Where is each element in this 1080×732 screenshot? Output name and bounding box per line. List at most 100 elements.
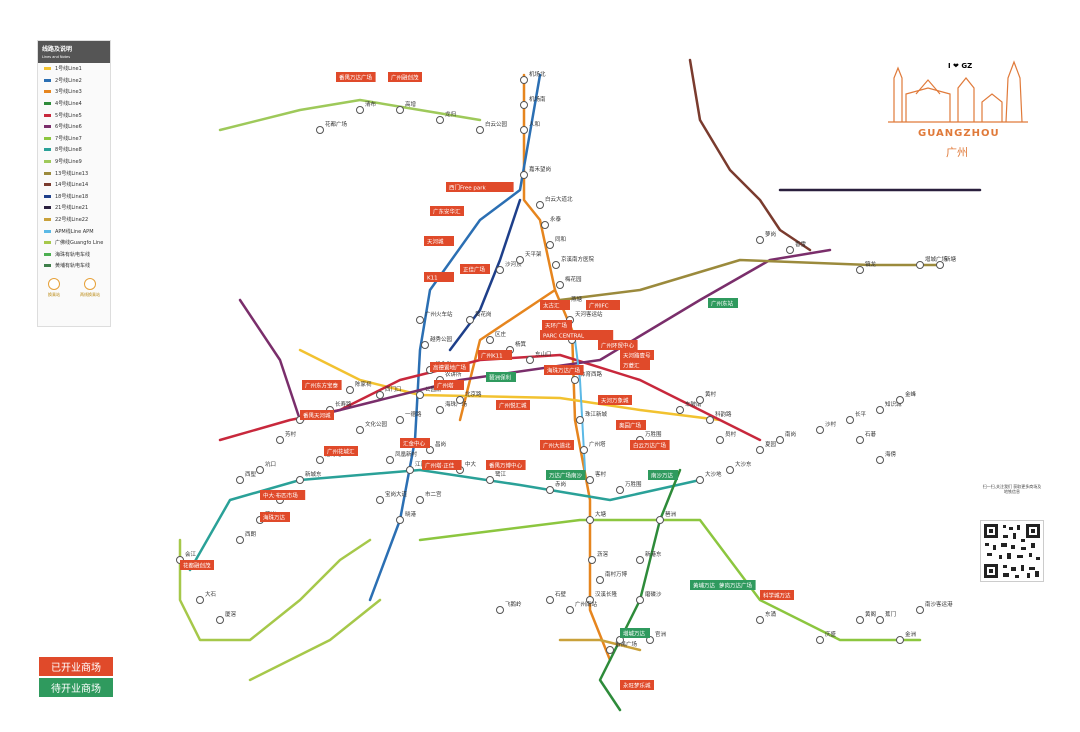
station[interactable]: 东涌 [757, 610, 777, 624]
station-marker[interactable] [587, 517, 594, 524]
station[interactable]: 天平架 [517, 251, 543, 264]
mall-tag[interactable]: 汇金中心 [400, 438, 430, 448]
station-marker[interactable] [521, 127, 528, 134]
station-marker[interactable] [677, 407, 684, 414]
station[interactable]: 东山口 [527, 350, 552, 364]
mall-tag[interactable]: K11 [424, 272, 454, 282]
station-marker[interactable] [877, 407, 884, 414]
station[interactable]: 芳村 [277, 430, 297, 444]
station[interactable]: 机场北 [521, 70, 547, 84]
station-marker[interactable] [637, 557, 644, 564]
station-marker[interactable] [877, 617, 884, 624]
station-marker[interactable] [727, 467, 734, 474]
station-marker[interactable] [757, 617, 764, 624]
station-marker[interactable] [897, 397, 904, 404]
station[interactable]: 南村万博 [597, 570, 628, 584]
station[interactable]: 陈家祠 [347, 380, 373, 394]
station[interactable]: 白云公园 [477, 120, 508, 134]
station-marker[interactable] [277, 437, 284, 444]
mall-tag[interactable]: 广州K11 [478, 350, 512, 360]
station-marker[interactable] [587, 477, 594, 484]
station-marker[interactable] [407, 467, 414, 474]
mall-tag[interactable]: 正佳广场 [460, 264, 490, 274]
station-marker[interactable] [387, 457, 394, 464]
mall-tag[interactable]: 天河万象城 [598, 395, 632, 405]
station-marker[interactable] [397, 517, 404, 524]
mall-tag[interactable]: 花都融创茂 [180, 560, 214, 570]
mall-tag[interactable]: 西门Free park [446, 182, 514, 192]
mall-tag[interactable]: 广州悦汇城 [496, 400, 530, 410]
station[interactable]: 员村 [717, 430, 737, 444]
station[interactable]: 石壁 [547, 590, 567, 604]
station-marker[interactable] [547, 487, 554, 494]
station-marker[interactable] [589, 557, 596, 564]
mall-tag[interactable]: 白云万达广场 [630, 440, 670, 450]
station-marker[interactable] [572, 377, 579, 384]
station-marker[interactable] [437, 407, 444, 414]
station[interactable]: 坑口 [257, 460, 277, 474]
station[interactable]: 广州南站 [567, 600, 598, 614]
station[interactable]: 越秀公园 [422, 335, 453, 349]
mall-tag[interactable]: 广东安华汇 [430, 206, 464, 216]
station-marker[interactable] [437, 117, 444, 124]
station-marker[interactable] [553, 262, 560, 269]
station[interactable]: 长平 [847, 410, 867, 424]
station-marker[interactable] [697, 477, 704, 484]
station[interactable]: 区庄 [487, 330, 507, 344]
mall-tag[interactable]: 广州东方宝泰 [302, 380, 342, 390]
station-marker[interactable] [547, 242, 554, 249]
station-marker[interactable] [547, 597, 554, 604]
mall-tag[interactable]: 天河路壹号 [620, 350, 654, 360]
station[interactable]: 高增 [397, 100, 417, 114]
station[interactable]: 大石 [197, 590, 217, 604]
mall-tag[interactable]: 广州东站 [708, 298, 738, 308]
station[interactable]: 凤凰新村 [387, 450, 418, 464]
station-marker[interactable] [577, 417, 584, 424]
station[interactable]: 万胜围 [617, 480, 643, 494]
station[interactable]: 京溪南方医院 [553, 255, 595, 269]
station-marker[interactable] [477, 127, 484, 134]
station-marker[interactable] [457, 397, 464, 404]
station[interactable]: 琶洲 [657, 511, 677, 524]
station[interactable]: 大沙地 [697, 470, 723, 484]
station[interactable]: 白云大道北 [537, 195, 574, 209]
mall-tag[interactable]: 萝岗万达广场 [716, 580, 756, 590]
station[interactable]: 广州火车站 [417, 310, 454, 324]
station-marker[interactable] [787, 247, 794, 254]
station-marker[interactable] [581, 447, 588, 454]
station-marker[interactable] [567, 607, 574, 614]
station-marker[interactable] [377, 392, 384, 399]
station-marker[interactable] [377, 497, 384, 504]
mall-tag[interactable]: 广州塔·正佳 [422, 460, 462, 470]
station[interactable]: 黄村 [697, 390, 717, 404]
station[interactable]: 萝岗 [757, 230, 777, 244]
station[interactable]: 永泰 [542, 215, 562, 229]
mall-tag[interactable]: 天河城 [424, 236, 454, 246]
mall-tag[interactable]: 万达广场南沙 [546, 470, 586, 480]
mall-tag[interactable]: 中大·布匹市场 [260, 490, 305, 500]
station-marker[interactable] [257, 467, 264, 474]
station[interactable]: 庆盛 [817, 630, 837, 644]
station[interactable]: 北京路 [457, 390, 483, 404]
station-marker[interactable] [757, 447, 764, 454]
mall-tag[interactable]: 太古汇 [540, 300, 570, 310]
station-marker[interactable] [847, 417, 854, 424]
mall-tag[interactable]: 琶洲保利 [486, 372, 516, 382]
station-marker[interactable] [697, 397, 704, 404]
station-marker[interactable] [417, 317, 424, 324]
station-marker[interactable] [397, 107, 404, 114]
station[interactable]: 蕉门 [877, 610, 897, 624]
station-marker[interactable] [317, 457, 324, 464]
station-marker[interactable] [817, 637, 824, 644]
station[interactable]: 黄阁 [857, 610, 877, 624]
station-marker[interactable] [707, 417, 714, 424]
mall-tag[interactable]: 广州花城汇 [324, 446, 358, 456]
station[interactable]: 晓港 [397, 510, 417, 524]
station[interactable]: 南沙客运港 [917, 600, 954, 614]
station[interactable]: 镇龙 [857, 260, 877, 274]
station[interactable]: 梅花园 [557, 275, 583, 289]
mall-tag[interactable]: 永旺梦乐城 [620, 680, 654, 690]
station-marker[interactable] [937, 262, 944, 269]
station[interactable]: 大沙东 [727, 460, 753, 474]
station-marker[interactable] [617, 487, 624, 494]
